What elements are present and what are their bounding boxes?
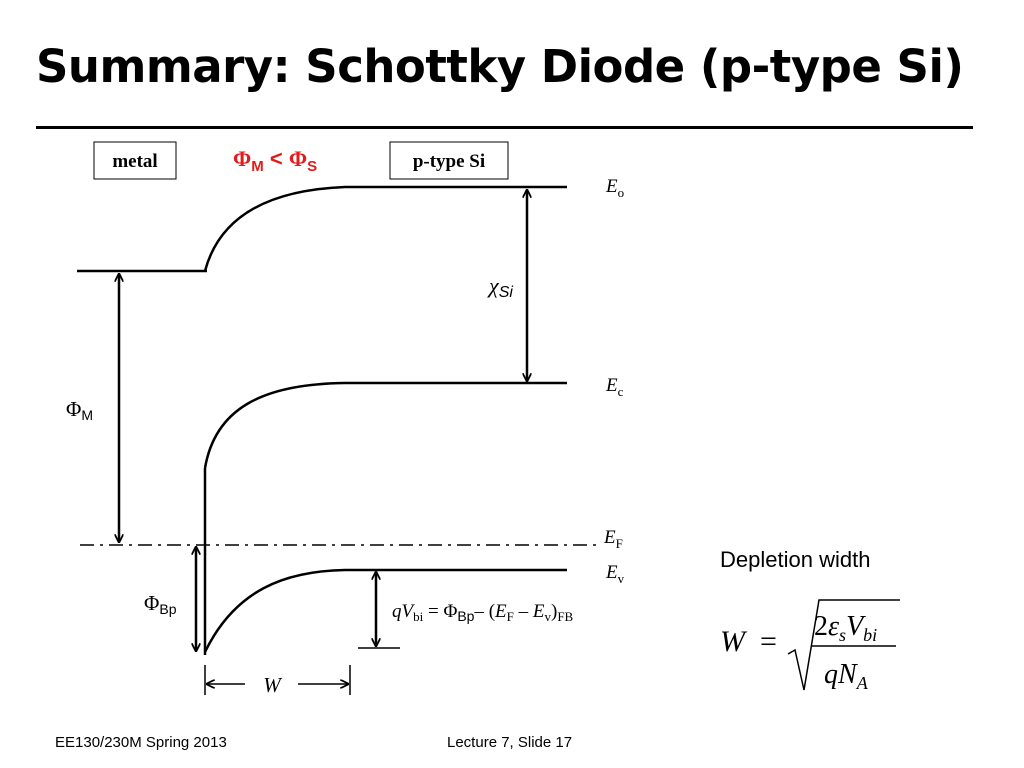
fermi-level-label: EF xyxy=(603,527,623,551)
depletion-width-formula: W = 2εsVbi qNA xyxy=(720,599,900,693)
svg-text:=: = xyxy=(760,625,777,658)
vacuum-level-label: Eo xyxy=(605,176,624,200)
depletion-width-label: W xyxy=(263,673,283,697)
footer-course: EE130/230M Spring 2013 xyxy=(55,734,227,751)
valence-band-curve xyxy=(203,568,567,653)
built-in-potential-equation: qVbi = ΦBp– (EF – Ev)FB xyxy=(392,601,574,624)
slide-title: Summary: Schottky Diode (p-type Si) xyxy=(36,40,964,93)
barrier-height-label: ΦBp xyxy=(144,591,177,617)
valence-band-label: Ev xyxy=(605,562,625,586)
work-function-condition: ΦM < ΦS xyxy=(233,146,317,175)
square-root-sign xyxy=(787,599,900,691)
formula-denominator: qNA xyxy=(824,659,869,693)
title-underline xyxy=(36,126,973,129)
metal-label-box xyxy=(93,141,177,180)
footer-slide-number: Lecture 7, Slide 17 xyxy=(447,734,573,751)
svg-text:W: W xyxy=(720,625,748,658)
metal-label: metal xyxy=(112,151,157,172)
ptype-label-box xyxy=(389,141,509,180)
conduction-band-label: Ec xyxy=(605,375,624,399)
depletion-width-caption: Depletion width xyxy=(720,547,870,572)
ptype-label: p-type Si xyxy=(413,151,485,172)
formula-numerator: 2εsVbi xyxy=(814,611,877,645)
electron-affinity-label: χSi xyxy=(487,273,513,301)
vacuum-level-curve xyxy=(203,185,567,272)
metal-work-function-label: ΦM xyxy=(66,397,93,423)
conduction-band-curve xyxy=(203,381,567,469)
